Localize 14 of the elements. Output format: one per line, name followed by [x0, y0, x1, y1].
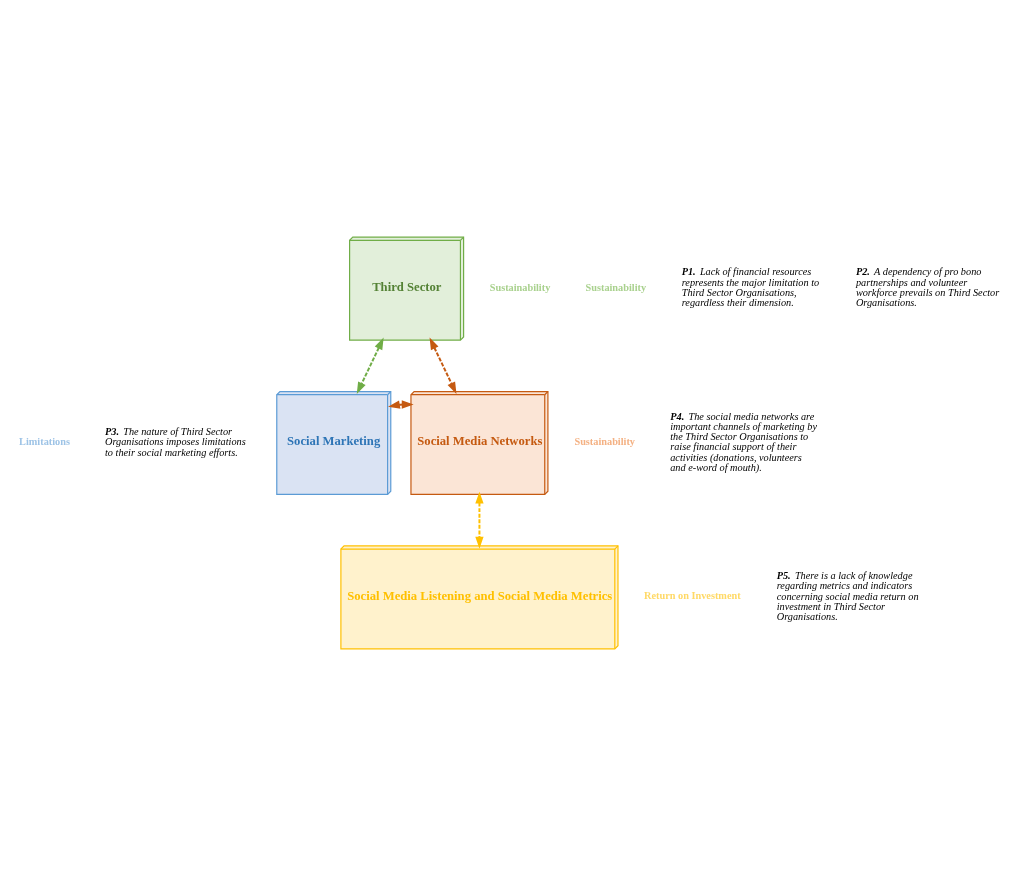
node-label: Return on Investment	[643, 589, 741, 601]
node-label: P1. Lack of financial resources represents the major limitation to Third Sector Organisations, regardless their dimension.	[681, 265, 819, 308]
node-label: P2. A dependency of pro bono partnerships and volunteer workforce prevails on Third Sector Organisations.	[855, 265, 999, 308]
arrow	[387, 399, 414, 409]
node-label: P5. There is a lack of knowledge regarding metrics and indicators concerning social media return on investment in Third Sector Organisations.	[776, 569, 919, 622]
arrow	[429, 337, 456, 394]
node-label: Sustainability	[585, 281, 646, 293]
node-label: Sustainability	[573, 435, 635, 447]
arrow	[356, 337, 384, 394]
node-label: P4. The social media networks are important channels of marketing by the Third Sector Organisations to raise financial support of their activities (donations, volunteers and e-word of mouth).	[669, 410, 817, 473]
node-label: Limitations	[18, 435, 70, 447]
arrow	[474, 491, 484, 549]
node-label: Sustainability	[489, 281, 550, 293]
node-label: P3. The nature of Third Sector Organisations imposes limitations to their social marketing efforts.	[104, 425, 246, 458]
